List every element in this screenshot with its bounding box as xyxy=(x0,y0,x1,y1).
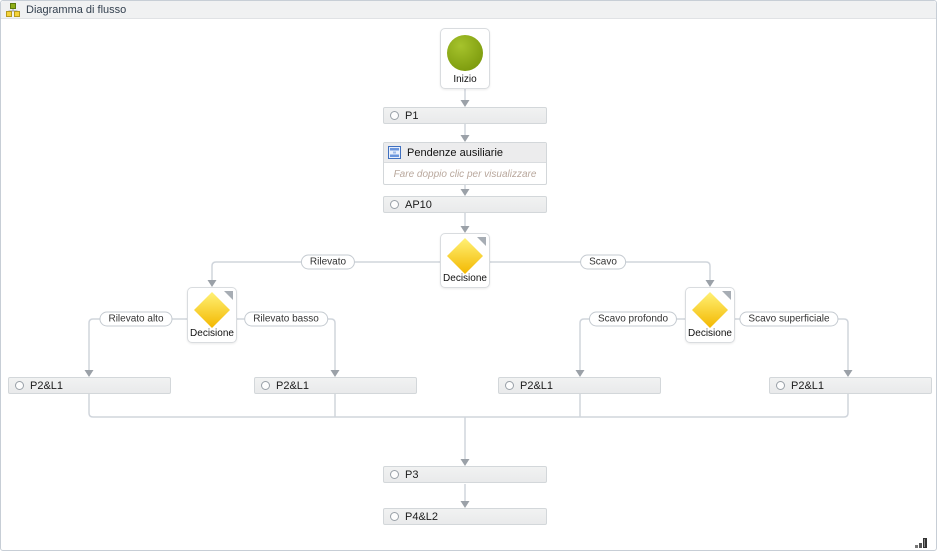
resize-grip[interactable] xyxy=(915,537,929,549)
decision-left-label: Decisione xyxy=(190,328,234,339)
subprocess-hint: Fare doppio clic per visualizzare xyxy=(393,168,537,180)
task-p1-label: P1 xyxy=(405,109,419,122)
task-ap10[interactable]: AP10 xyxy=(383,196,547,213)
edge-label-rilevato-alto[interactable]: Rilevato alto xyxy=(99,311,173,327)
subprocess-icon xyxy=(388,146,401,159)
edge-label-scavo-profondo[interactable]: Scavo profondo xyxy=(588,311,678,327)
title-bar: Diagramma di flusso xyxy=(1,1,936,19)
task-circle-icon xyxy=(505,381,514,390)
fold-corner-icon xyxy=(722,291,731,300)
fold-corner-icon xyxy=(477,237,486,246)
subprocess-node[interactable]: Pendenze ausiliarie Fare doppio clic per… xyxy=(383,142,547,185)
decision-diamond-icon xyxy=(447,238,483,274)
subprocess-label: Pendenze ausiliarie xyxy=(407,146,504,159)
task-p2l1-1-label: P2&L1 xyxy=(30,379,64,392)
start-circle-icon xyxy=(447,35,483,71)
edge-label-scavo-superficiale[interactable]: Scavo superficiale xyxy=(739,311,839,327)
start-node[interactable]: Inizio xyxy=(440,28,490,89)
task-circle-icon xyxy=(390,200,399,209)
task-circle-icon xyxy=(15,381,24,390)
decision-right-label: Decisione xyxy=(688,328,732,339)
edge-label-rilevato-basso[interactable]: Rilevato basso xyxy=(244,311,328,327)
decision-diamond-icon xyxy=(692,292,728,328)
task-circle-icon xyxy=(261,381,270,390)
task-circle-icon xyxy=(390,111,399,120)
edge-label-rilevato[interactable]: Rilevato xyxy=(300,254,356,270)
decision-left-node[interactable]: Decisione xyxy=(187,287,237,343)
task-p2l1-4-label: P2&L1 xyxy=(791,379,825,392)
task-p2l1-4[interactable]: P2&L1 xyxy=(769,377,932,394)
fold-corner-icon xyxy=(224,291,233,300)
task-p2l1-3[interactable]: P2&L1 xyxy=(498,377,661,394)
edge-label-scavo[interactable]: Scavo xyxy=(580,254,626,270)
task-p1[interactable]: P1 xyxy=(383,107,547,124)
task-p3-label: P3 xyxy=(405,468,419,481)
task-circle-icon xyxy=(776,381,785,390)
decision-main-label: Decisione xyxy=(443,273,487,284)
flowchart-icon xyxy=(6,2,20,17)
task-p4l2[interactable]: P4&L2 xyxy=(383,508,547,525)
start-node-label: Inizio xyxy=(453,74,477,85)
decision-diamond-icon xyxy=(194,292,230,328)
decision-main-node[interactable]: Decisione xyxy=(440,233,490,288)
task-p2l1-3-label: P2&L1 xyxy=(520,379,554,392)
subprocess-header: Pendenze ausiliarie xyxy=(384,143,546,163)
task-circle-icon xyxy=(390,470,399,479)
task-p4l2-label: P4&L2 xyxy=(405,510,439,523)
task-ap10-label: AP10 xyxy=(405,198,432,211)
task-p3[interactable]: P3 xyxy=(383,466,547,483)
task-p2l1-2[interactable]: P2&L1 xyxy=(254,377,417,394)
task-circle-icon xyxy=(390,512,399,521)
task-p2l1-1[interactable]: P2&L1 xyxy=(8,377,171,394)
decision-right-node[interactable]: Decisione xyxy=(685,287,735,343)
task-p2l1-2-label: P2&L1 xyxy=(276,379,310,392)
window-title: Diagramma di flusso xyxy=(26,3,127,16)
